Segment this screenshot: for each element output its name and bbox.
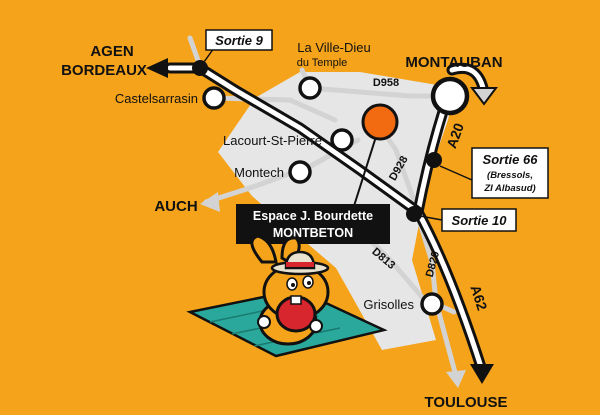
motorway-exit-icon: [406, 206, 422, 222]
town-la-ville-dieu: La Ville-Dieu: [297, 40, 370, 55]
mascot-hand-right: [309, 319, 323, 333]
city-bordeaux: BORDEAUX: [61, 62, 147, 79]
arrow-toulouse-secondary: [446, 370, 466, 388]
town-castelsarrasin: Castelsarrasin: [115, 91, 198, 106]
arrow-auch: [200, 192, 220, 212]
a20-arrow-end: [470, 87, 498, 106]
road-label-d958: D958: [373, 77, 399, 89]
town-circle-icon: [298, 76, 322, 100]
sortie-9-label: Sortie 9: [215, 33, 263, 48]
town-circle-icon: [288, 160, 312, 184]
arrow-toulouse: [470, 364, 494, 384]
mascot-ear-left: [250, 234, 278, 264]
motorway-exit-icon: [192, 60, 208, 76]
rabbit-mascot-icon: [186, 234, 388, 358]
city-toulouse: TOULOUSE: [424, 394, 507, 411]
motorway-exit-icon: [426, 152, 442, 168]
town-circle-icon: [430, 76, 470, 116]
town-circle-icon: [420, 292, 444, 316]
sortie-10-box: [441, 208, 517, 232]
town-lacourt-st-pierre: Lacourt-St-Pierre: [223, 133, 322, 148]
sortie-10-leader: [419, 215, 443, 221]
sortie-66-detail-1: (Bressols,: [487, 170, 533, 181]
exit-markers: [192, 60, 442, 222]
city-montauban: MONTAUBAN: [405, 54, 502, 71]
venue-town: MONTBETON: [273, 226, 353, 240]
road-d820: [415, 213, 459, 379]
sortie-66-label: Sortie 66: [483, 152, 539, 167]
sortie-9-box: [205, 29, 273, 51]
arrow-agen-bordeaux: [146, 58, 168, 78]
mascot-hat-band: [286, 262, 314, 267]
road-label-a62: A62: [467, 283, 490, 313]
sortie-10-label: Sortie 10: [452, 213, 508, 228]
city-auch: AUCH: [154, 198, 197, 215]
town-circle-icon: [202, 86, 226, 110]
sortie-66-detail-2: ZI Albasud): [483, 183, 535, 194]
location-circle-icon: [361, 103, 399, 141]
city-agen: AGEN: [90, 43, 133, 60]
road-d958: [307, 85, 451, 99]
sortie-66-box: [471, 147, 549, 199]
town-grisolles: Grisolles: [363, 297, 414, 312]
mascot-teeth: [290, 295, 302, 305]
town-du-temple: du Temple: [297, 57, 348, 69]
town-montech: Montech: [234, 165, 284, 180]
road-auch: [203, 167, 303, 205]
mascot-hand-left: [257, 315, 271, 329]
venue-name: Espace J. Bourdette: [253, 209, 373, 223]
sortie-66-leader: [439, 165, 473, 181]
town-circle-icon: [330, 128, 354, 152]
town-markers: [202, 76, 470, 316]
